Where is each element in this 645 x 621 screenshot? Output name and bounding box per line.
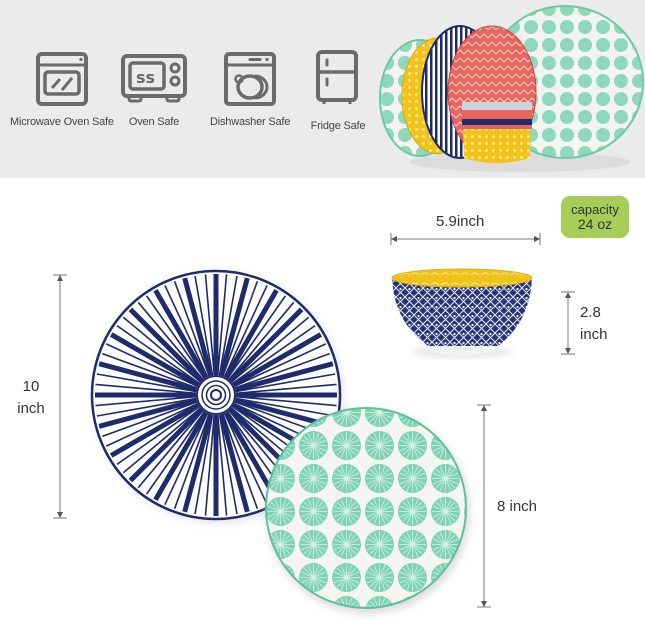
capacity-badge: capacity 24 oz bbox=[561, 196, 629, 238]
feature-label: Fridge Safe bbox=[310, 120, 366, 132]
fridge-icon bbox=[316, 50, 358, 104]
features-banner: Microwave Oven Safe ss Oven Safe Dishwas… bbox=[0, 0, 645, 178]
bowl-height-value: 2.8 bbox=[580, 304, 601, 321]
dishwasher-icon bbox=[224, 52, 277, 106]
capacity-label: capacity bbox=[571, 202, 619, 217]
bowl-width-dimension-line bbox=[390, 233, 541, 245]
svg-text:ss: ss bbox=[136, 68, 155, 87]
oven-icon: ss bbox=[121, 54, 187, 103]
bowl-height-unit: inch bbox=[580, 326, 608, 343]
feature-label: Oven Safe bbox=[128, 116, 180, 128]
dinner-plate bbox=[90, 269, 344, 523]
bowl bbox=[391, 268, 533, 358]
dinnerware-set-image bbox=[379, 5, 644, 172]
bowl-height-dimension-line bbox=[561, 291, 575, 355]
dinner-plate-size-label: 10 inch bbox=[14, 376, 48, 420]
dinner-plate-size-unit: inch bbox=[17, 400, 45, 417]
feature-label: Microwave Oven Safe bbox=[10, 116, 114, 128]
feature-oven-safe: ss Oven Safe bbox=[120, 50, 188, 128]
microwave-icon bbox=[35, 52, 88, 106]
salad-plate bbox=[265, 407, 470, 614]
salad-plate-dimension-line bbox=[477, 404, 491, 608]
dinner-plate-size-value: 10 bbox=[22, 378, 40, 395]
capacity-value: 24 oz bbox=[577, 216, 613, 232]
bowl-height-label: 2.8 inch bbox=[580, 302, 608, 346]
bowl-width-label: 5.9inch bbox=[436, 213, 485, 230]
feature-microwave-safe: Microwave Oven Safe bbox=[10, 50, 114, 128]
feature-label: Dishwasher Safe bbox=[210, 116, 291, 128]
salad-plate-size-label: 8 inch bbox=[497, 498, 538, 515]
feature-fridge-safe: Fridge Safe bbox=[310, 50, 366, 132]
feature-dishwasher-safe: Dishwasher Safe bbox=[210, 50, 290, 128]
dinner-plate-dimension-line bbox=[53, 274, 67, 519]
